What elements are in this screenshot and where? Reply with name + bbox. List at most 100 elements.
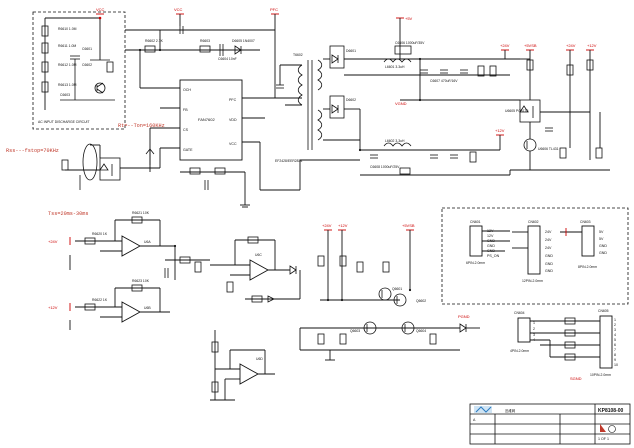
- out-cap-1: C6606 1000uF/35V: [395, 41, 425, 45]
- cn601-pin-6: PS_ON: [487, 254, 500, 258]
- ctrl-part-4: D6605 1N4007: [232, 39, 255, 43]
- c-left-1: C6601: [82, 47, 92, 51]
- controller-ic: [179, 79, 243, 161]
- transformer-label: T6602: [293, 53, 303, 57]
- c-left-2: C6602: [82, 63, 92, 67]
- watermark-logo: [474, 406, 492, 413]
- ctrl-pin-cs: CS: [183, 128, 189, 132]
- cn603-pin-1: 5V: [599, 230, 604, 234]
- r-left-3: R6612 1.0M: [58, 63, 77, 67]
- note-70k: Rss---fstop=70KHz: [6, 148, 59, 154]
- q-part-4: Q6604: [416, 329, 426, 333]
- cn605-caption: 10PIN-2.0mm: [590, 373, 611, 377]
- fb-part-2: U6606 TL431: [538, 147, 559, 151]
- watermark-text: 迅维网: [505, 408, 516, 413]
- v24b-label: +24V: [566, 43, 576, 48]
- v24in-label: +24V: [48, 239, 58, 244]
- pgnd-label: PGND: [458, 314, 470, 319]
- transistor-block: +24V +12V +5VSB Q6601 Q6602 Q6603 Q6604: [299, 223, 480, 361]
- transformer-part: EF2428/EER2834: [275, 159, 302, 163]
- output-rail-12v: L6602 3.3uH C6608 1000uF/25V +12V +5V: [344, 16, 505, 176]
- v12in-label-2: +12V: [338, 223, 348, 228]
- title-block: 迅维网 KP8108-00 A 1 OF 1: [469, 403, 631, 445]
- interconnect-wires: [125, 29, 530, 302]
- v12in-label: +12V: [48, 305, 58, 310]
- cn604-title: CN604: [514, 311, 525, 315]
- v24in-label-2: +24V: [322, 223, 332, 228]
- u6-part-1: R6620 1K: [92, 232, 108, 236]
- title-rev: A: [473, 418, 476, 422]
- output-diode-1: D6601: [346, 49, 356, 53]
- vgnd-label: VGND: [395, 101, 407, 106]
- v5-label: +5V: [405, 16, 413, 21]
- drawing-number: KP8108-00: [598, 408, 624, 414]
- output-rail-24v: C6606 1000uF/35V C6607 470uF/16V L6601 3…: [344, 41, 520, 106]
- cn602-pin-2: 24V: [545, 238, 552, 242]
- vcc-top-label: VCC: [96, 7, 105, 12]
- cn603-caption: 8PIN-2.0mm: [578, 265, 597, 269]
- cn604-pin-3: 3: [533, 333, 535, 337]
- cn602-pin-4: GND: [545, 254, 553, 258]
- v5sb-label: +5VSB: [524, 43, 537, 48]
- discharge-block: R6610 1.0M R6611 1.0M R6612 1.0M R6613 1…: [32, 7, 126, 130]
- cn602-caption: 12PIN-2.0mm: [522, 279, 543, 283]
- out-cap-3: C6608 1000uF/25V: [370, 165, 400, 169]
- r-left-4: R6613 1.0M: [58, 83, 77, 87]
- r-left-2: R6611 1.0M: [58, 44, 76, 48]
- ctrl-pin-fb: FB: [183, 108, 188, 112]
- transformer-block: T6602 EF2428/EER2834 D6601 D6602: [275, 45, 360, 163]
- cn605-pin-4: 4: [614, 333, 616, 337]
- r-left-1: R6610 1.0M: [58, 27, 77, 31]
- cn603-pin-2: 5V: [599, 237, 604, 241]
- cn605-pin-8: 8: [614, 353, 616, 357]
- v12a-label: +12V: [495, 128, 505, 133]
- company-mark: [600, 424, 616, 433]
- cn601-pins: 12V 12V GND GND GND PS_ON: [487, 229, 500, 258]
- connector-cn603: [581, 225, 595, 257]
- q-part-2: Q6602: [416, 299, 426, 303]
- u6-part-2: R6621 10K: [132, 211, 150, 215]
- ctrl-pin-och: OCH: [183, 88, 191, 92]
- ctrl-pin-gate: GATE: [183, 148, 193, 152]
- v5sb-label-2: +5VSB: [402, 223, 415, 228]
- u6-part-4: R6623 10K: [132, 279, 150, 283]
- u6-part-3: R6622 1K: [92, 298, 108, 302]
- output-diode-2: D6602: [346, 98, 356, 102]
- v24a-label: +24V: [500, 43, 510, 48]
- discharge-caption: AC INPUT DISCHARGE CIRCUIT: [38, 120, 90, 124]
- ctrl-pin-vdd: VDD: [229, 118, 237, 122]
- cn602-title: CN602: [528, 220, 539, 224]
- out-inductor-1: L6601 3.3uH: [385, 65, 405, 69]
- cn604-caption: 4PIN-2.0mm: [510, 349, 529, 353]
- cn601-caption: 6PIN-2.0mm: [466, 261, 485, 265]
- title-sheet: 1 OF 1: [598, 437, 609, 441]
- ctrl-pin-vcc: VCC: [229, 142, 237, 146]
- vcc2-label: VCC: [174, 7, 183, 12]
- connector-block: CN601 6PIN-2.0mm 12V 12V GND GND GND PS_…: [441, 207, 629, 381]
- cn604-pin-2: 2: [533, 327, 535, 331]
- note-ton-freq: Rt=--Ton=160KHz: [118, 123, 165, 129]
- ctrl-part-3: C6604 10nF: [218, 57, 237, 61]
- cn605-pin-1: 1: [614, 318, 616, 322]
- cn603-title: CN603: [580, 220, 591, 224]
- note-tss: Tss=20ms-30ms: [48, 211, 88, 217]
- cn603-pin-3: GND: [599, 244, 607, 248]
- q-part-1: Q6601: [392, 287, 402, 291]
- cn602-pin-6: GND: [545, 269, 553, 273]
- v12b-label: +12V: [587, 43, 597, 48]
- pfc-label: PFC: [270, 7, 278, 12]
- cn601-pin-2: 12V: [487, 234, 494, 238]
- opamp-u6b: U6B: [144, 306, 151, 310]
- cn604-pin-1: 1: [533, 321, 535, 325]
- cn605-pin-6: 6: [614, 343, 616, 347]
- cn601-pin-4: GND: [487, 244, 495, 248]
- cn605-pin-7: 7: [614, 348, 616, 352]
- cn605-pin-3: 3: [614, 328, 616, 332]
- fb-part-1: U6605 PC817B: [505, 109, 529, 113]
- cn602-pin-5: GND: [545, 262, 553, 266]
- ctrl-pin-pfc: PFC: [229, 98, 237, 102]
- q-part-3: Q6603: [350, 329, 360, 333]
- out-cap-2: C6607 470uF/16V: [430, 79, 458, 83]
- cn605-pin-10: 10: [614, 363, 618, 367]
- opamp-u6c: U6C: [255, 253, 262, 257]
